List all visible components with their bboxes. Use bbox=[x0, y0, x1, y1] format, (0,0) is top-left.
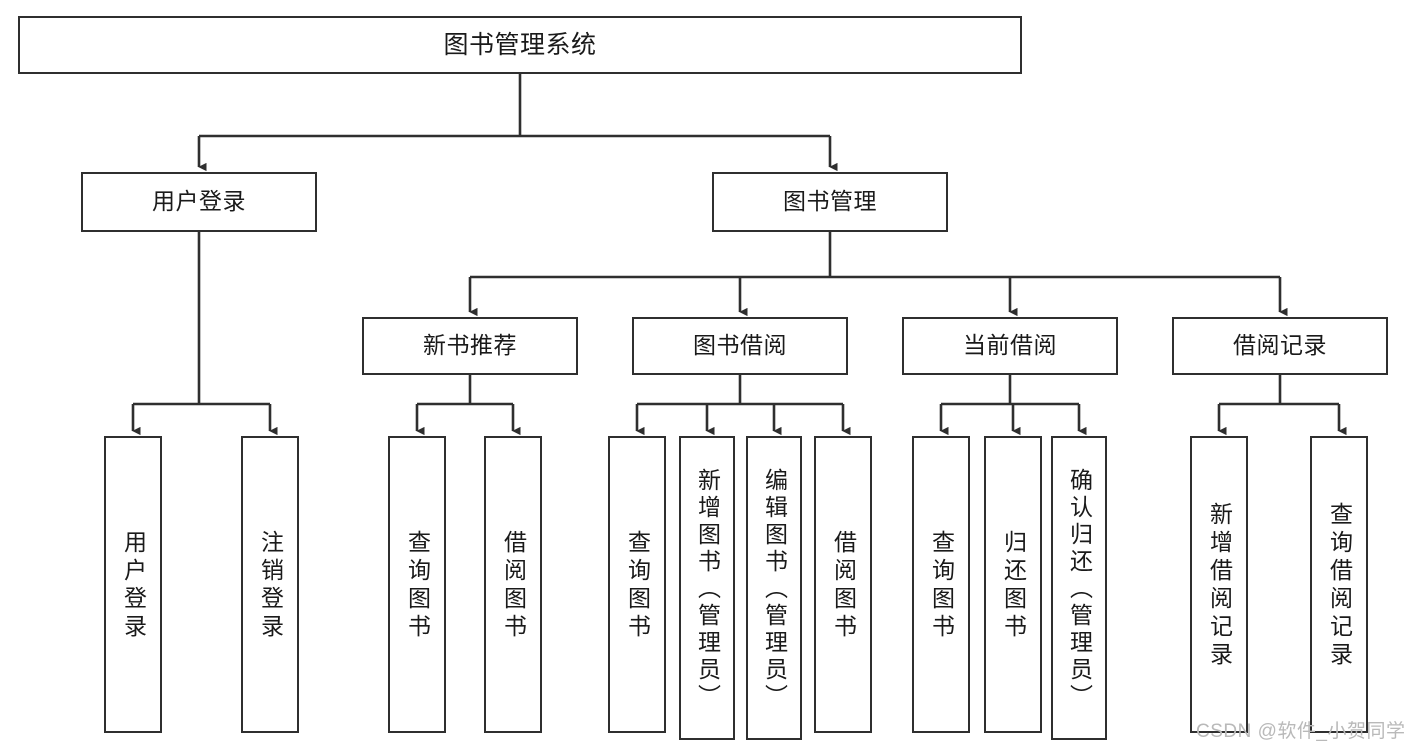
node-leaf-query-book-recommend[interactable]: 查询图书 bbox=[388, 436, 446, 733]
node-root-system[interactable]: 图书管理系统 bbox=[18, 16, 1022, 74]
node-leaf-borrow-book-recommend-label: 借阅图书 bbox=[500, 529, 527, 642]
node-leaf-query-book-current[interactable]: 查询图书 bbox=[912, 436, 970, 733]
node-leaf-edit-book-admin-label: 编辑图书（管理员） bbox=[761, 467, 788, 711]
node-current-borrow-label: 当前借阅 bbox=[963, 332, 1057, 359]
node-leaf-confirm-return-admin[interactable]: 确认归还（管理员） bbox=[1051, 436, 1107, 740]
node-leaf-return-book[interactable]: 归还图书 bbox=[984, 436, 1042, 733]
node-leaf-query-borrow-record-label: 查询借阅记录 bbox=[1326, 501, 1353, 670]
node-leaf-query-book-borrow[interactable]: 查询图书 bbox=[608, 436, 666, 733]
node-leaf-add-borrow-record[interactable]: 新增借阅记录 bbox=[1190, 436, 1248, 733]
node-user-login[interactable]: 用户登录 bbox=[81, 172, 317, 232]
csdn-watermark: CSDN @软件_小贺同学 bbox=[1196, 721, 1405, 742]
node-leaf-borrow-book-recommend[interactable]: 借阅图书 bbox=[484, 436, 542, 733]
node-leaf-edit-book-admin[interactable]: 编辑图书（管理员） bbox=[746, 436, 802, 740]
node-leaf-add-book-admin-label: 新增图书（管理员） bbox=[694, 467, 721, 711]
node-leaf-add-borrow-record-label: 新增借阅记录 bbox=[1206, 501, 1233, 670]
node-leaf-borrow-book[interactable]: 借阅图书 bbox=[814, 436, 872, 733]
node-new-book-recommend[interactable]: 新书推荐 bbox=[362, 317, 578, 375]
node-leaf-confirm-return-admin-label: 确认归还（管理员） bbox=[1066, 467, 1093, 711]
node-leaf-query-book-borrow-label: 查询图书 bbox=[624, 529, 651, 642]
node-leaf-borrow-book-label: 借阅图书 bbox=[830, 529, 857, 642]
node-leaf-return-book-label: 归还图书 bbox=[1000, 529, 1027, 642]
node-leaf-query-book-current-label: 查询图书 bbox=[928, 529, 955, 642]
node-leaf-user-login[interactable]: 用户登录 bbox=[104, 436, 162, 733]
node-leaf-user-logout-label: 注销登录 bbox=[257, 529, 284, 642]
node-book-management[interactable]: 图书管理 bbox=[712, 172, 948, 232]
node-leaf-query-borrow-record[interactable]: 查询借阅记录 bbox=[1310, 436, 1368, 733]
node-leaf-user-login-label: 用户登录 bbox=[120, 529, 147, 642]
node-user-login-label: 用户登录 bbox=[152, 188, 246, 215]
node-borrow-record-label: 借阅记录 bbox=[1233, 332, 1327, 359]
node-leaf-query-book-recommend-label: 查询图书 bbox=[404, 529, 431, 642]
node-book-borrow[interactable]: 图书借阅 bbox=[632, 317, 848, 375]
node-leaf-user-logout[interactable]: 注销登录 bbox=[241, 436, 299, 733]
node-book-borrow-label: 图书借阅 bbox=[693, 332, 787, 359]
node-leaf-add-book-admin[interactable]: 新增图书（管理员） bbox=[679, 436, 735, 740]
node-borrow-record[interactable]: 借阅记录 bbox=[1172, 317, 1388, 375]
node-new-book-recommend-label: 新书推荐 bbox=[423, 332, 517, 359]
node-book-management-label: 图书管理 bbox=[783, 188, 877, 215]
node-root-label: 图书管理系统 bbox=[443, 31, 597, 59]
node-current-borrow[interactable]: 当前借阅 bbox=[902, 317, 1118, 375]
